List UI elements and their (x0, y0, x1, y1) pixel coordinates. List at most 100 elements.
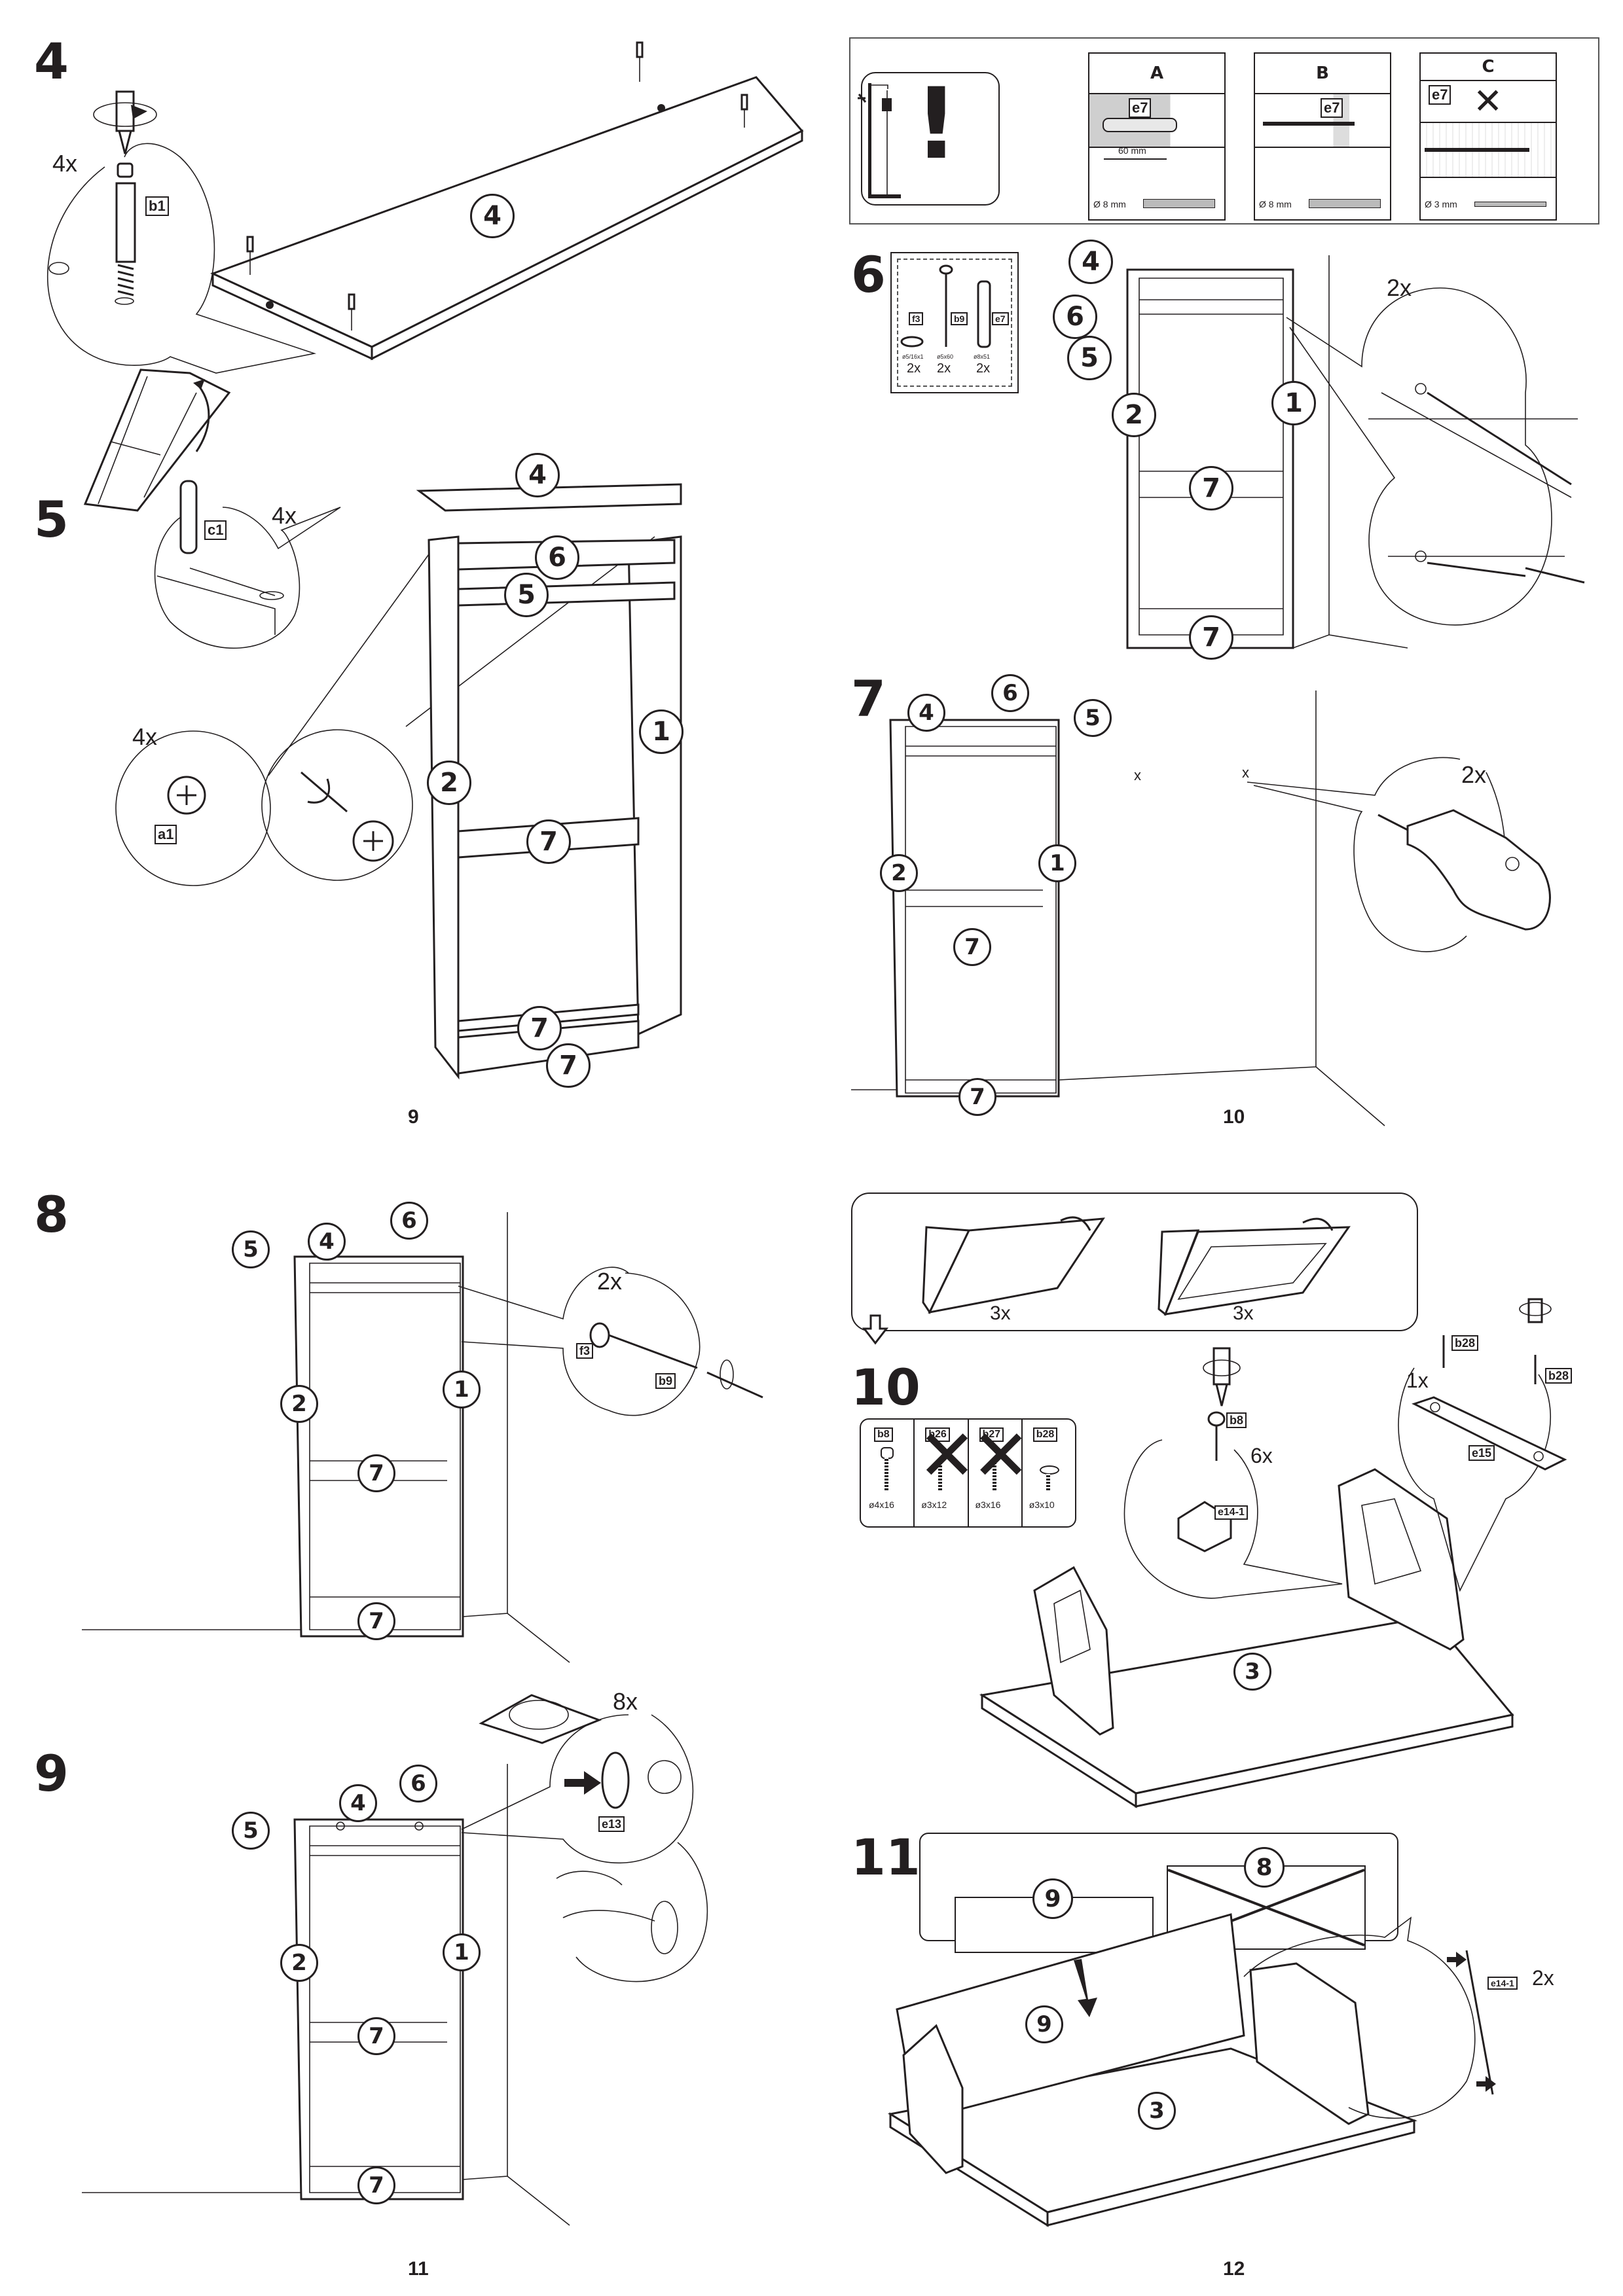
depth-arrow (1104, 158, 1167, 160)
framed-drawer-quantity: 3x (1233, 1302, 1254, 1324)
step-7-number: 7 (851, 670, 886, 728)
part-label-6: 6 (535, 535, 579, 580)
concrete-wall-section: e7 (1089, 94, 1224, 148)
part-label-5: 5 (1067, 336, 1112, 380)
part-tag-e7: e7 (992, 312, 1009, 325)
wall-type-a: A e7 60 mm Ø 8 mm (1088, 52, 1226, 221)
plate-callout (1398, 1367, 1552, 1592)
cam-bolt-b1-icon (48, 162, 136, 305)
part-tag-c1: c1 (204, 520, 227, 540)
no-anchor-section: e7 ✕ (1421, 81, 1556, 123)
screw-b27-cell: b27 ✕ ø3x16 (969, 1420, 1030, 1526)
drill-mark-1: x (1134, 767, 1141, 783)
part-label-1: 1 (1271, 381, 1316, 425)
screwdriver-icon (1427, 391, 1572, 486)
cam-lock-icon (647, 1760, 682, 1794)
f3-size: ø5/16x1 (902, 353, 924, 360)
drywall-section: e7 (1255, 94, 1390, 148)
part-label-7: 7 (958, 1078, 996, 1116)
part-tag-b28: b28 (1032, 1427, 1058, 1442)
part-label-1: 1 (639, 709, 684, 754)
cover-cap-icon (601, 1751, 630, 1809)
part-label-4: 4 (1068, 240, 1113, 284)
drill-bit-icon (1309, 199, 1381, 208)
cabinet-front-wall (82, 1212, 570, 1663)
down-arrow-icon (862, 1314, 889, 1345)
cross-out-icon: ✕ (971, 1418, 1031, 1497)
step-10-screw-quantity: 6x (1250, 1444, 1273, 1467)
step-10-plate-quantity: 1x (1406, 1369, 1429, 1392)
part-label-7: 7 (1189, 466, 1233, 511)
part-label-2: 2 (1112, 393, 1156, 437)
part-label-4: 4 (339, 1784, 377, 1822)
part-label-7: 7 (357, 1454, 395, 1492)
part-label-1: 1 (443, 1933, 481, 1971)
part-label-9: 9 (1032, 1878, 1073, 1919)
step-8-number: 8 (34, 1185, 69, 1244)
part-label-6: 6 (1053, 295, 1097, 339)
wall-anchor-icon (977, 280, 991, 348)
cam-lock-callout-b (261, 729, 413, 881)
part-label-7: 7 (546, 1043, 591, 1088)
b9-qty: 2x (937, 361, 951, 376)
part-label-7: 7 (526, 819, 571, 864)
solid-drawer-quantity: 3x (990, 1302, 1011, 1324)
screw-legend: b8 ø4x16 b26 ✕ ø3x12 b27 ✕ ø3x16 b28 ø3x… (860, 1418, 1076, 1528)
part-label-2: 2 (280, 1385, 318, 1423)
part-tag-e7: e7 (1429, 85, 1451, 105)
part-label-2: 2 (280, 1944, 318, 1982)
part-tag-b9: b9 (951, 312, 968, 325)
exclamation-warning: ! (914, 67, 959, 181)
washer-icon (900, 336, 924, 348)
drill-size-b: Ø 8 mm (1259, 199, 1292, 209)
step-4-number: 4 (34, 32, 69, 90)
part-label-2: 2 (427, 761, 471, 805)
bracket-callout (1123, 1439, 1343, 1599)
part-label-5: 5 (232, 1230, 270, 1268)
finger-press-callout (556, 1842, 708, 1982)
drill-size-c: Ø 3 mm (1425, 199, 1457, 209)
part-tag-e14-1: e14-1 (1214, 1505, 1248, 1520)
step-6-quantity: 2x (1387, 274, 1412, 301)
part-tag-b1: b1 (145, 196, 169, 216)
drawer-side-edge (1465, 1950, 1494, 2095)
part-label-6: 6 (399, 1765, 437, 1803)
part-label-7: 7 (953, 928, 991, 966)
power-drill-icon (1377, 809, 1551, 931)
page-number-11: 11 (408, 2258, 429, 2280)
screw-b26-size: ø3x12 (921, 1499, 947, 1510)
cap-callout (461, 1714, 694, 1864)
wall-type-b: B e7 Ø 8 mm (1254, 52, 1391, 221)
part-tag-b26: b26 (925, 1427, 950, 1442)
part-label-6: 6 (991, 674, 1029, 712)
part-label-7: 7 (517, 1006, 562, 1050)
drill-bit-icon (1143, 199, 1215, 208)
step-11-number: 11 (851, 1828, 921, 1886)
part-label-7: 7 (357, 2017, 395, 2055)
step-8-quantity: 2x (597, 1268, 623, 1295)
cam-lock-callout-a (115, 730, 271, 886)
step-5-number: 5 (34, 490, 69, 548)
part-label-4: 4 (907, 694, 945, 732)
wall-screw-callout (1286, 287, 1552, 626)
drawer-runner-right (1249, 1962, 1370, 2125)
drill-size-a: Ø 8 mm (1093, 199, 1126, 209)
part-tag-b8: b8 (874, 1427, 893, 1442)
part-label-4: 4 (515, 453, 560, 497)
cabinet-against-wall (1126, 255, 1408, 649)
mounting-plate-e15 (1412, 1396, 1567, 1471)
step-9-number: 9 (34, 1744, 69, 1803)
wall-type-a-header: A (1089, 54, 1224, 94)
screw-b8-cell: b8 ø4x16 (861, 1420, 915, 1526)
arrow-right-icon (1476, 2076, 1496, 2092)
screwdriver-icon (93, 90, 157, 154)
wall-fixing-icon-frame (861, 72, 1000, 206)
wall-type-b-header: B (1255, 54, 1390, 94)
part-label-3: 3 (1233, 1653, 1271, 1691)
